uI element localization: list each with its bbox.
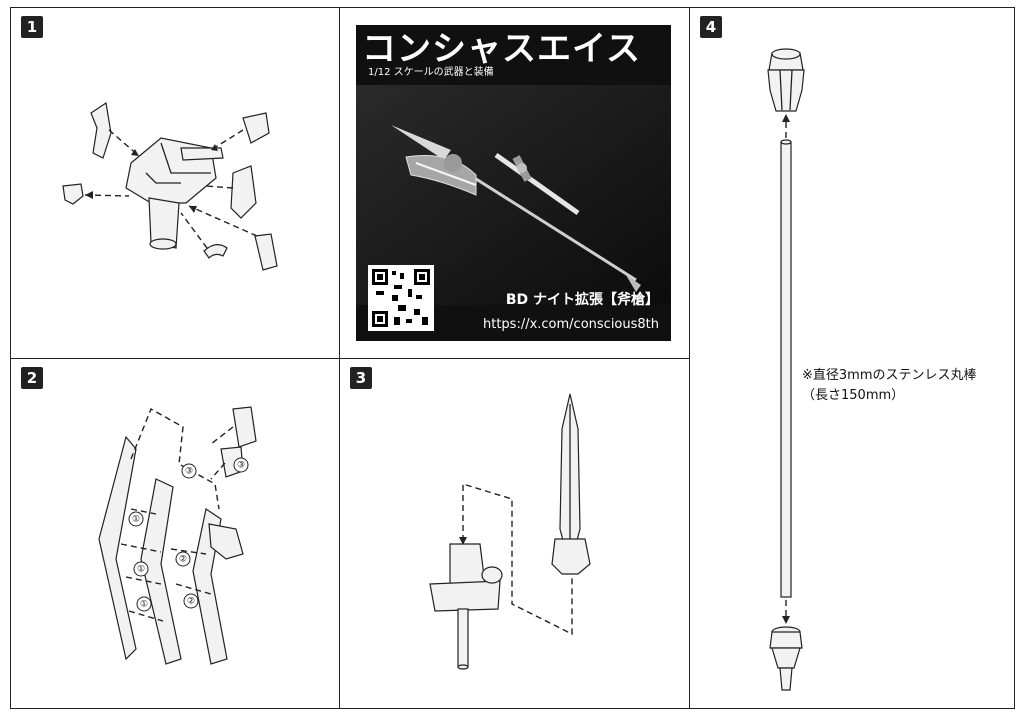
svg-text:②: ② (179, 555, 187, 565)
assembly-diagram-step-1 (62, 101, 278, 271)
joint-mount-part (429, 543, 503, 670)
blade-socket (208, 523, 244, 560)
panel-step-3: 3 (339, 358, 690, 709)
step-marker: ③ (233, 457, 249, 473)
step-number-badge: 2 (21, 367, 43, 389)
step-marker: ① (136, 596, 152, 612)
assembly-diagram-step-3 (429, 393, 591, 670)
hub-part (125, 137, 224, 250)
step-number-badge: 3 (350, 367, 372, 389)
top-cap-part (767, 48, 805, 112)
cylinder-cap-part (254, 233, 278, 271)
rod-note-line2: （長さ150mm） (802, 388, 905, 403)
assembly-diagram-step-2: ③ ③ ① ① ① ② ② (98, 406, 257, 665)
sword-guard-part (551, 538, 591, 575)
qr-code-icon[interactable] (368, 265, 434, 331)
clip-part-top-left (90, 101, 112, 159)
blade-half-outer (98, 435, 137, 661)
clip-part-top-right (242, 112, 270, 144)
blade-half-middle (140, 478, 182, 665)
step-marker: ② (175, 551, 191, 567)
panel-step-1: 1 (10, 7, 340, 359)
clip-piece-top (232, 406, 257, 448)
rod-note: ※直径3mmのステンレス丸棒 （長さ150mm） (802, 366, 977, 406)
step-number-badge: 4 (700, 16, 722, 38)
step-marker: ① (128, 511, 144, 527)
svg-text:①: ① (132, 515, 140, 525)
svg-text:①: ① (140, 600, 148, 610)
product-url-link[interactable]: https://x.com/conscious8th (482, 317, 659, 332)
product-photo (356, 85, 671, 305)
panel-step-2: 2 ③ ③ ① ① ① ② ② (10, 358, 340, 709)
bottom-cap-part (769, 626, 803, 691)
blade-half-inner (192, 508, 228, 665)
rod-note-line1: ※直径3mmのステンレス丸棒 (802, 368, 977, 383)
clip-part-right (230, 165, 257, 219)
svg-text:③: ③ (185, 467, 193, 477)
step-number-badge: 1 (21, 16, 43, 38)
clip-part-left (62, 183, 84, 205)
promo-card: コンシャスエイス 1/12 スケールの武器と装備 (356, 25, 671, 341)
small-hook-part (203, 244, 228, 259)
assembly-diagram-step-4 (767, 48, 805, 691)
step-marker: ① (133, 561, 149, 577)
brand-title: コンシャスエイス (362, 29, 641, 69)
brand-subtitle: 1/12 スケールの武器と装備 (368, 67, 494, 78)
step-marker: ② (183, 593, 199, 609)
svg-text:①: ① (137, 565, 145, 575)
svg-text:②: ② (187, 597, 195, 607)
product-name: BD ナイト拡張【斧槍】 (505, 292, 659, 308)
steel-rod (780, 141, 792, 598)
step-marker: ③ (181, 463, 197, 479)
svg-text:③: ③ (237, 461, 245, 471)
panel-step-4: 4 (689, 7, 1015, 709)
